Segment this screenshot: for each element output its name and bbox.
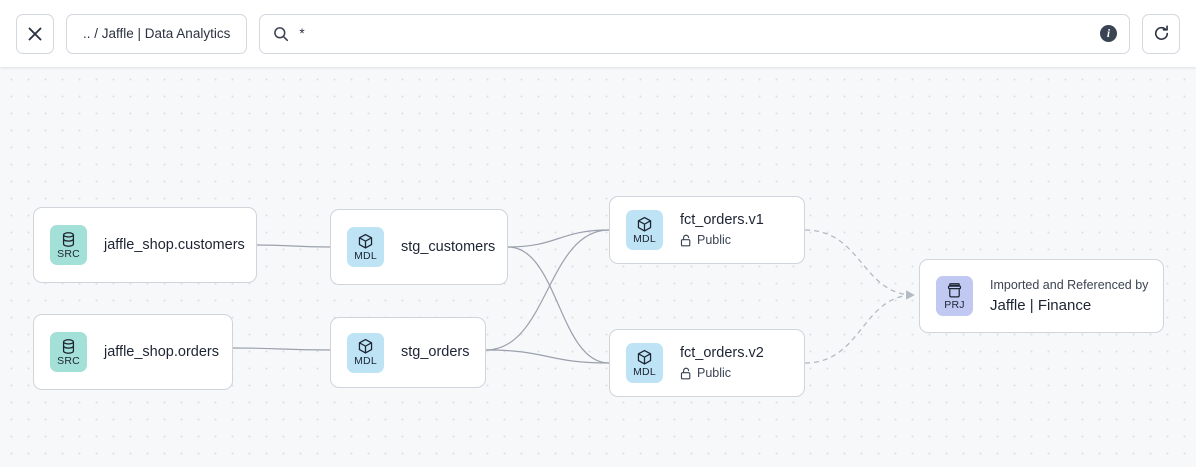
node-visibility: Public xyxy=(680,365,764,382)
node-kind-badge: PRJ xyxy=(936,276,973,316)
node-kind-label: MDL xyxy=(633,232,656,245)
edge-layer xyxy=(232,229,915,364)
node-kind-badge: MDL xyxy=(347,332,384,373)
node-title: jaffle_shop.customers xyxy=(104,236,245,253)
node-title: jaffle_shop.orders xyxy=(104,343,220,360)
node-title: fct_orders.v2 xyxy=(680,345,764,361)
refresh-icon xyxy=(1154,25,1168,40)
edge-stgcustomers-fctv2 xyxy=(507,246,610,364)
node-stg-orders[interactable]: MDL stg_orders xyxy=(330,317,486,388)
database-icon xyxy=(62,338,75,354)
search-input[interactable]: * i xyxy=(259,13,1130,54)
edge-orders-stgorders xyxy=(232,347,331,351)
unlock-icon xyxy=(680,367,691,380)
archive-icon xyxy=(947,282,962,298)
node-text: stg_orders xyxy=(401,343,470,362)
unlock-icon xyxy=(680,234,691,247)
node-title: fct_orders.v1 xyxy=(680,212,764,228)
node-text: fct_orders.v1 Public xyxy=(680,211,764,249)
node-visibility-label: Public xyxy=(697,233,732,247)
node-text: jaffle_shop.orders xyxy=(104,343,219,362)
edge-fctv2-project xyxy=(804,290,915,364)
node-stg-customers[interactable]: MDL stg_customers xyxy=(330,209,508,285)
node-jaffle-shop-customers[interactable]: SRC jaffle_shop.customers xyxy=(33,207,257,283)
node-caption: Imported and Referenced by xyxy=(990,277,1149,292)
edge-customers-stgcustomers xyxy=(256,244,331,248)
node-kind-badge: MDL xyxy=(626,343,663,383)
node-kind-badge: SRC xyxy=(50,332,87,372)
database-icon xyxy=(62,231,75,247)
node-kind-label: MDL xyxy=(354,355,377,367)
graph-canvas[interactable]: SRC jaffle_shop.customers SRC jaffle_sho… xyxy=(0,67,1196,467)
node-kind-badge: MDL xyxy=(626,210,663,250)
node-kind-label: SRC xyxy=(57,247,80,260)
node-visibility: Public xyxy=(680,232,764,249)
node-text: jaffle_shop.customers xyxy=(104,236,245,255)
node-kind-badge: SRC xyxy=(50,225,87,265)
node-fct-orders-v1[interactable]: MDL fct_orders.v1 Public xyxy=(609,196,805,264)
node-kind-label: MDL xyxy=(354,249,377,262)
node-kind-badge: MDL xyxy=(347,227,384,267)
breadcrumb-label: .. / Jaffle | Data Analytics xyxy=(83,26,231,41)
breadcrumb[interactable]: .. / Jaffle | Data Analytics xyxy=(66,13,248,54)
node-title: Jaffle | Finance xyxy=(990,296,1092,314)
toolbar: .. / Jaffle | Data Analytics * i xyxy=(0,0,1196,67)
node-text: stg_customers xyxy=(401,238,495,257)
node-text: fct_orders.v2 Public xyxy=(680,344,764,382)
node-fct-orders-v2[interactable]: MDL fct_orders.v2 Public xyxy=(609,329,805,397)
cube-icon xyxy=(358,233,373,249)
node-title: stg_orders xyxy=(401,344,470,360)
node-kind-label: SRC xyxy=(57,354,80,367)
node-title: stg_customers xyxy=(401,238,496,255)
node-kind-label: MDL xyxy=(633,365,656,378)
close-button[interactable] xyxy=(16,13,54,54)
cube-icon xyxy=(358,338,373,354)
node-text: Imported and Referenced by Jaffle | Fina… xyxy=(990,277,1148,316)
search-value: * xyxy=(299,26,305,41)
edge-fctv1-project xyxy=(804,229,915,300)
close-icon xyxy=(28,27,42,40)
node-visibility-label: Public xyxy=(697,366,732,380)
edge-stgorders-fctv1 xyxy=(485,229,610,351)
node-jaffle-shop-orders[interactable]: SRC jaffle_shop.orders xyxy=(33,314,233,390)
search-icon xyxy=(274,26,289,41)
node-jaffle-finance-project[interactable]: PRJ Imported and Referenced by Jaffle | … xyxy=(919,259,1164,333)
cube-icon xyxy=(637,216,652,232)
refresh-button[interactable] xyxy=(1142,13,1180,54)
edge-stgorders-fctv2 xyxy=(485,349,610,364)
edge-stgcustomers-fctv1 xyxy=(507,229,610,248)
node-kind-label: PRJ xyxy=(944,298,965,311)
cube-icon xyxy=(637,349,652,365)
info-icon[interactable]: i xyxy=(1100,25,1117,42)
